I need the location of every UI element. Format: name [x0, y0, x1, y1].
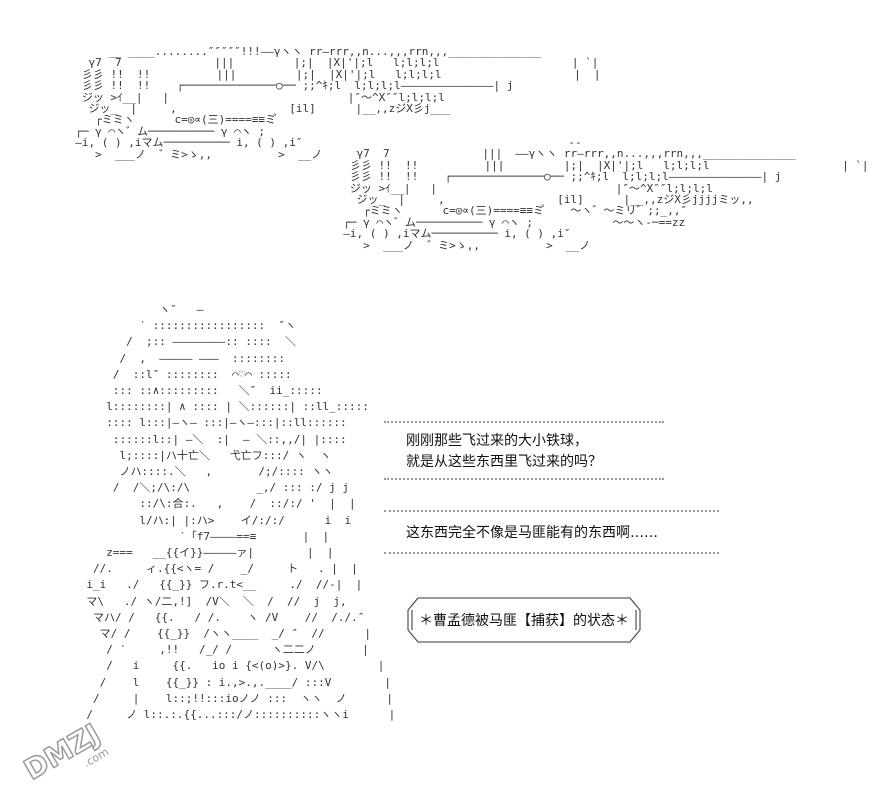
caption-box: ＊曹孟德被马匪【捕获】的状态＊ — [404, 596, 644, 644]
character-ascii-art: ヽ″ — ′ ::::::::::::::::: ″ヽ / ;:: ——————… — [86, 303, 396, 722]
watermark-logo-icon: DMZJ .com — [18, 716, 111, 787]
dialogue-2-dotted-border-top — [384, 510, 719, 518]
dialogue-line-1: 刚刚那些飞过来的大小铁球， — [406, 433, 588, 449]
caption-frame — [407, 597, 641, 643]
caption-text: ＊曹孟德被马匪【捕获】的状态＊ — [419, 613, 629, 629]
site-watermark: DMZJ .com — [14, 704, 114, 794]
tank-ascii-art-top: __ ____........″″″″″!!!——γヽヽ rr–rrr,,n..… — [75, 45, 601, 161]
dialogue-dotted-border-bottom — [384, 478, 664, 486]
dialogue-dotted-border-top — [384, 421, 664, 429]
dialogue-line-2: 就是从这些东西里飞过来的吗？ — [406, 454, 602, 470]
tank-ascii-art-bottom: -- γ7 7 ||| ——γヽヽ rr–rrr,,n...,,,rrn,,,_… — [343, 136, 869, 252]
dialogue-2-dotted-border-bottom — [384, 552, 719, 560]
dialogue-line-3: 这东西完全不像是马匪能有的东西啊…… — [406, 525, 658, 541]
